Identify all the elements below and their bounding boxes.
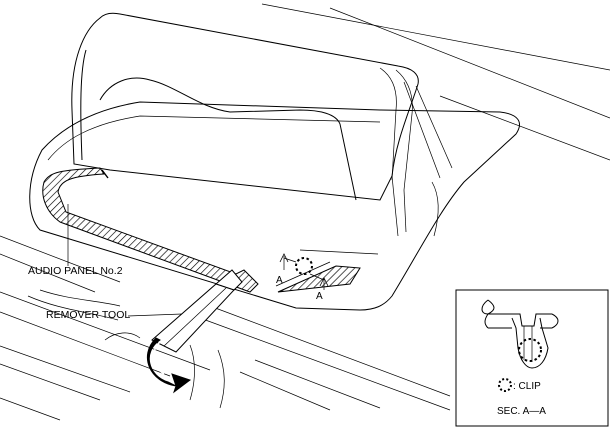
section-marker-a-right [309,273,329,290]
section-mark-label-2: A [316,291,323,302]
rotation-arrow-icon [146,337,192,394]
section-inset [455,289,609,427]
clip-marker [295,257,313,275]
leader-lines [67,204,183,317]
console-bezel [29,101,520,311]
clip-legend-label: : CLIP [513,381,541,392]
audio-panel-label: AUDIO PANEL No.2 [28,265,123,277]
display-housing [71,12,453,237]
section-title: SEC. A—A [497,406,546,417]
remover-tool-label: REMOVER TOOL [46,309,130,321]
section-marker-a-left [279,253,297,270]
remover-tool [151,269,243,353]
dashboard-background-lines [0,3,610,421]
section-mark-label-1: A [276,275,283,286]
